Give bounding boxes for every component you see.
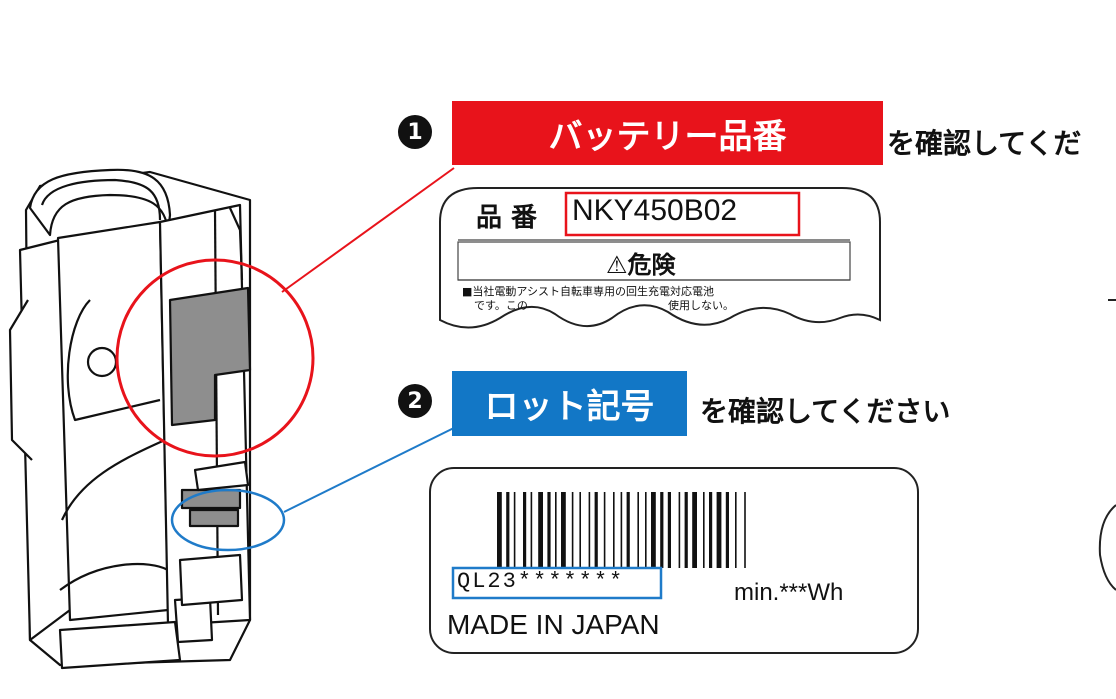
barcode-bar (579, 492, 581, 568)
lot-code-highlight-ellipse (170, 488, 286, 552)
lot-label-frame (429, 467, 919, 654)
barcode-bar (645, 492, 647, 568)
barcode-bar (530, 492, 533, 568)
barcode-bar (626, 492, 630, 568)
capacity-value: min.***Wh (734, 579, 844, 606)
barcode-bar (555, 492, 557, 568)
barcode-bar (571, 492, 574, 568)
step-2-instruction: を確認してください (700, 395, 951, 428)
barcode-bar (684, 492, 688, 568)
lot-code-value: QL23******* (457, 569, 625, 594)
barcode-bar (594, 492, 598, 568)
part-number-label-frame (439, 187, 881, 329)
part-number-highlight-box (564, 191, 801, 237)
barcode-bar (588, 492, 591, 568)
part-number-highlight-circle (115, 258, 315, 458)
danger-warning: ⚠危険 (606, 251, 676, 279)
barcode-bar (651, 492, 656, 568)
barcode-bar (506, 492, 510, 568)
right-edge-fragment (1098, 504, 1116, 591)
barcode (497, 492, 746, 568)
barcode-bar (678, 492, 681, 568)
part-number-connector-line (281, 167, 455, 293)
step-1-instruction: を確認してくだ (887, 127, 1082, 160)
fine-print-line-2: です。この (474, 299, 528, 312)
part-number-value: NKY450B02 (572, 194, 738, 227)
made-in-japan: MADE IN JAPAN (447, 609, 660, 640)
barcode-bar (692, 492, 697, 568)
barcode-bar (523, 492, 527, 568)
barcode-bar (716, 492, 722, 568)
barcode-bar (725, 492, 729, 568)
barcode-bar (667, 492, 671, 568)
step-2-marker: 2 (398, 384, 432, 418)
barcode-bar (613, 492, 615, 568)
step-2-number: 2 (407, 388, 423, 414)
fine-print-line-1: ■当社電動アシスト自転車専用の回生充電対応電池 (462, 285, 714, 298)
barcode-bar (547, 492, 551, 568)
battery-part-number-banner: バッテリー品番 (452, 101, 883, 165)
barcode-bar (660, 492, 664, 568)
barcode-bar (637, 492, 639, 568)
barcode-bar (703, 492, 705, 568)
barcode-bar (735, 492, 737, 568)
step-1-marker: 1 (398, 115, 432, 149)
lot-code-banner: ロット記号 (452, 371, 687, 436)
barcode-bar (561, 492, 566, 568)
barcode-bar (497, 492, 502, 568)
lot-code-connector-line (283, 419, 471, 513)
fine-print-line-2b: 使用しない。 (668, 299, 734, 312)
step-1-number: 1 (407, 119, 423, 145)
barcode-bar (744, 492, 746, 568)
barcode-bar (538, 492, 543, 568)
battery-part-number-banner-text: バッテリー品番 (548, 116, 787, 157)
lot-code-banner-text: ロット記号 (484, 387, 655, 427)
barcode-bar (603, 492, 606, 568)
barcode-bar (709, 492, 713, 568)
part-number-caption: 品 番 (476, 203, 538, 233)
battery-pack (8, 168, 252, 670)
barcode-bar (620, 492, 623, 568)
barcode-bar (513, 492, 516, 568)
lot-code-highlight-box (451, 566, 663, 600)
